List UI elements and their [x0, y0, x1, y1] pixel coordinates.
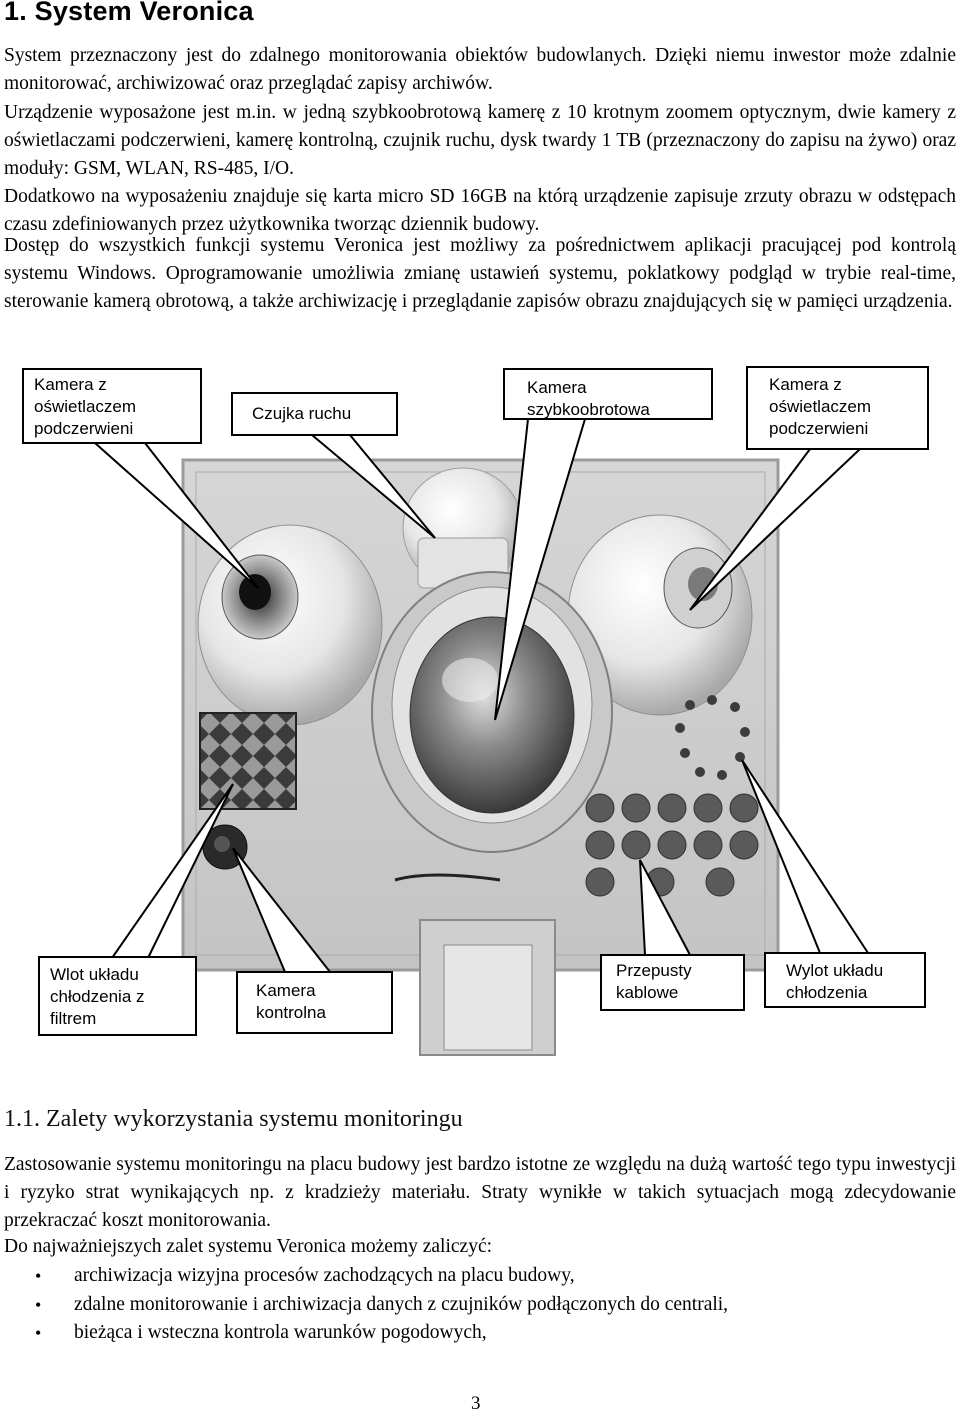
list-item: • archiwizacja wizyjna procesów zachodząc…	[0, 1262, 956, 1291]
software-paragraph: Dostęp do wszystkich funkcji systemu Ver…	[4, 235, 956, 313]
callout-cable-glands: Przepusty kablowe	[600, 954, 745, 1011]
bullet-icon: •	[35, 1294, 42, 1315]
advantages-list: • archiwizacja wizyjna procesów zachodząc…	[0, 1262, 956, 1348]
callout-ir-camera-right: Kamera z oświetlaczem podczerwieni	[746, 366, 929, 450]
bullet-icon: •	[35, 1323, 42, 1343]
section-heading: 1.1. Zalety wykorzystania systemu monito…	[4, 1106, 463, 1132]
bullet-icon: •	[35, 1266, 42, 1286]
list-item: • zdalne monitorowanie i archiwizacja dan…	[0, 1291, 956, 1320]
callout-motion-sensor: Czujka ruchu	[231, 392, 398, 436]
equipment-paragraph: Urządzenie wyposażone jest m.in. w jedną…	[4, 102, 956, 180]
page-heading: 1. System Veronica	[4, 0, 254, 26]
callout-cooling-outlet: Wylot układu chłodzenia	[764, 952, 926, 1008]
callout-speed-dome: Kamera szybkoobrotowa	[503, 368, 713, 420]
page-number: 3	[471, 1393, 481, 1414]
device-photo	[94, 418, 869, 1056]
device-figure: Kamera z oświetlaczem podczerwieni Czujk…	[0, 360, 960, 1060]
advantages-intro: Do najważniejszych zalet systemu Veronic…	[4, 1236, 493, 1257]
list-item: • bieżąca i wsteczna kontrola warunków po…	[0, 1319, 956, 1348]
list-item-text: zdalne monitorowanie i archiwizacja dany…	[74, 1293, 729, 1315]
callout-cooling-inlet: Wlot układu chłodzenia z filtrem	[38, 956, 197, 1036]
list-item-text: bieżąca i wsteczna kontrola warunków pog…	[74, 1322, 487, 1343]
advantages-paragraph: Zastosowanie systemu monitoringu na plac…	[4, 1154, 956, 1232]
callout-ir-camera-left: Kamera z oświetlaczem podczerwieni	[22, 368, 202, 444]
list-item-text: archiwizacja wizyjna procesów zachodzący…	[74, 1265, 575, 1286]
sd-card-paragraph: Dodatkowo na wyposażeniu znajduje się ka…	[4, 186, 956, 236]
callout-control-camera: Kamera kontrolna	[236, 971, 393, 1034]
intro-paragraph: System przeznaczony jest do zdalnego mon…	[4, 45, 956, 95]
